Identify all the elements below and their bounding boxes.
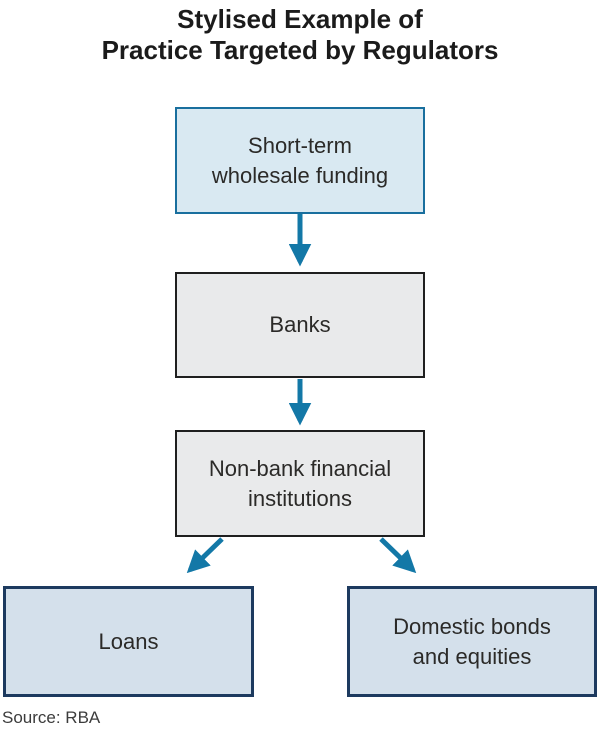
arrow-nonbank-to-loans	[186, 537, 224, 574]
diagram-title: Stylised Example of Practice Targeted by…	[0, 4, 600, 66]
node-loans: Loans	[3, 586, 254, 697]
arrow-nonbank-to-bonds	[379, 537, 417, 574]
node-label-line: and equities	[412, 643, 532, 669]
node-label-line: Domestic bonds	[393, 613, 551, 639]
node-label-line: Short-term	[248, 132, 352, 158]
node-label-line: institutions	[248, 485, 352, 511]
node-label-line: Loans	[98, 628, 159, 654]
source-note: Source: RBA	[2, 708, 101, 727]
node-label-line: Non-bank financial	[208, 455, 392, 481]
node-label-line: wholesale funding	[211, 162, 389, 188]
node-non-bank-financial-institutions: Non-bank financial institutions	[175, 430, 425, 537]
node-label-line: Banks	[269, 312, 331, 337]
node-domestic-bonds-and-equities: Domestic bonds and equities	[347, 586, 597, 697]
node-short-term-wholesale-funding: Short-term wholesale funding	[175, 107, 425, 214]
diagram-title-line1: Stylised Example of	[177, 4, 423, 34]
diagram-title-line2: Practice Targeted by Regulators	[101, 35, 499, 65]
node-banks: Banks	[175, 272, 425, 378]
